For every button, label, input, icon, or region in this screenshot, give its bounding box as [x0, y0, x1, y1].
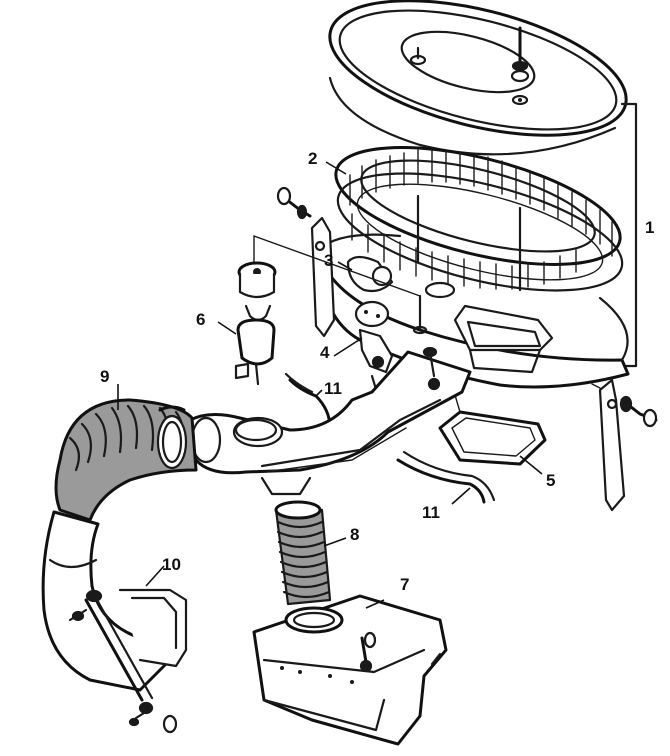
- callout-7: 7: [400, 575, 409, 594]
- callout-4: 4: [320, 343, 330, 362]
- callout-6: 6: [196, 310, 205, 329]
- callout-1: 1: [645, 218, 654, 237]
- callout-9: 9: [100, 367, 109, 386]
- callout-10: 10: [162, 555, 181, 574]
- air-cleaner-lid: [328, 0, 628, 156]
- callout-3: 3: [324, 251, 333, 270]
- bracket: [276, 186, 336, 338]
- callout-11-upper: 11: [324, 379, 342, 398]
- callout-8: 8: [350, 525, 359, 544]
- filter-element: [334, 146, 624, 292]
- check-valve: [234, 261, 277, 386]
- heat-stove: [252, 594, 448, 746]
- intake-duct: [188, 346, 472, 496]
- mounting-bracket: [591, 378, 658, 512]
- gasket: [438, 394, 547, 466]
- callout-11-lower: 11: [422, 503, 440, 522]
- callout-2: 2: [308, 149, 317, 168]
- corrugated-hose: [274, 500, 332, 606]
- callout-5: 5: [546, 471, 555, 490]
- hot-air-hose: [396, 458, 486, 504]
- flexible-hose: [54, 398, 198, 522]
- air-duct: [41, 510, 188, 734]
